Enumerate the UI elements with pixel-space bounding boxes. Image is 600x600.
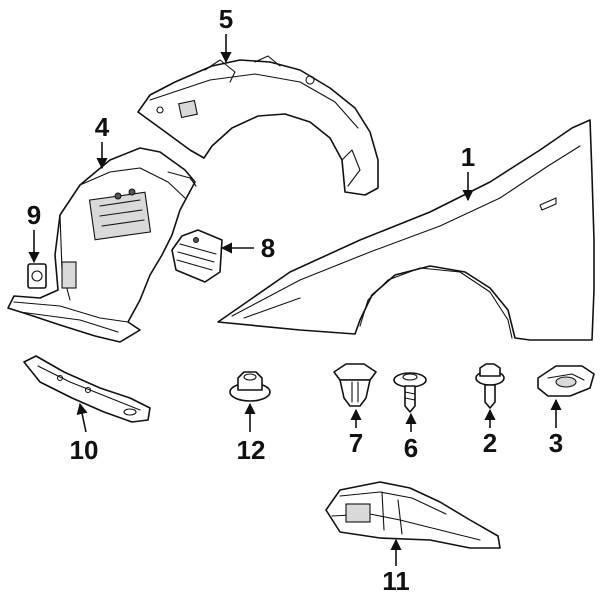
- part-7-push-clip: [333, 363, 377, 407]
- part-4-inner-fender-liner: [7, 147, 197, 343]
- part-9-retaining-clip: [27, 263, 47, 289]
- part-5-wheel-arch-liner-upper: [137, 55, 379, 196]
- leader-lines: [28, 34, 562, 566]
- callout-4: 4: [95, 112, 110, 142]
- part-2-bolt: [475, 363, 505, 409]
- part-12-nut: [229, 371, 271, 402]
- callout-12: 12: [237, 435, 266, 465]
- part-10-lower-bracket: [23, 355, 151, 423]
- callout-11: 11: [382, 566, 410, 596]
- callout-6: 6: [404, 433, 418, 463]
- leader-10: [76, 402, 88, 433]
- callout-1: 1: [461, 142, 475, 172]
- callout-5: 5: [219, 4, 233, 34]
- callout-10: 10: [70, 435, 99, 465]
- callout-7: 7: [349, 428, 363, 458]
- part-6-screw: [393, 372, 427, 413]
- part-3-bracket-clip: [537, 365, 595, 397]
- callout-labels: 1 5 4 9 8 10 12 7 6 2 3 11: [27, 4, 563, 596]
- part-8-vent-grille: [171, 229, 223, 283]
- callout-2: 2: [483, 428, 497, 458]
- callout-8: 8: [261, 233, 275, 263]
- callout-3: 3: [549, 428, 563, 458]
- part-11-splash-shield: [325, 481, 501, 549]
- part-1-fender-panel: [217, 119, 595, 341]
- callout-9: 9: [27, 200, 41, 230]
